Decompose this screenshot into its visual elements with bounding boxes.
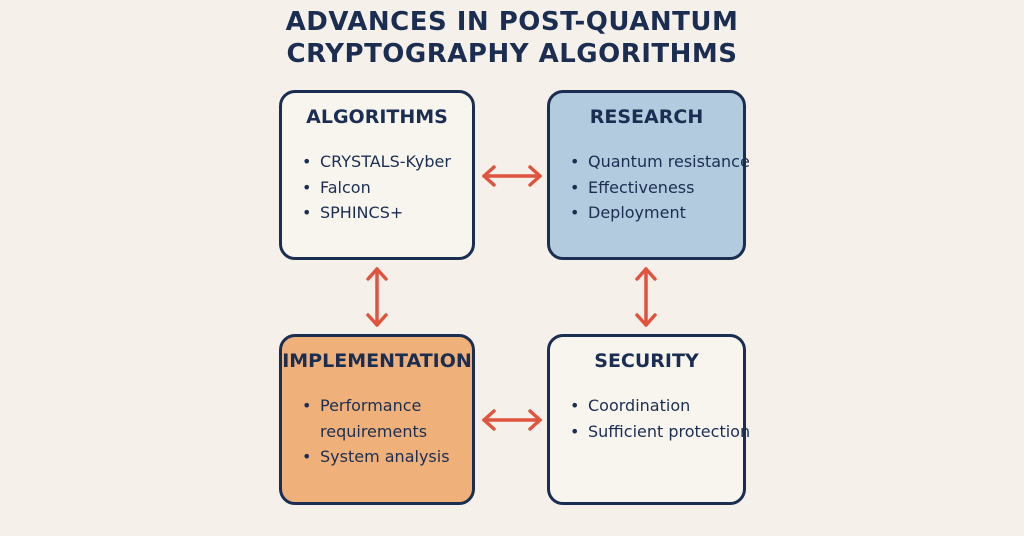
implementation-list: Performance requirements System analysis [302, 393, 450, 470]
security-item: Coordination [570, 393, 750, 419]
security-item: Sufficient protection [570, 419, 750, 445]
diagram-title-line-1: ADVANCES IN POST-QUANTUM [285, 7, 739, 37]
security-box: SECURITY Coordination Sufficient protect… [547, 334, 750, 505]
research-list: Quantum resistance Effectiveness Deploym… [570, 149, 750, 226]
arrow-algorithms-implementation-icon [366, 267, 388, 327]
implementation-item: Performance [302, 393, 450, 419]
security-box-title: SECURITY [594, 350, 699, 372]
algorithms-item: SPHINCS+ [302, 200, 451, 226]
algorithms-box-title: ALGORITHMS [306, 106, 448, 128]
research-box-title: RESEARCH [589, 106, 704, 128]
arrow-implementation-security-icon [482, 409, 542, 431]
arrow-research-security-icon [635, 267, 657, 327]
algorithms-list: CRYSTALS-Kyber Falcon SPHINCS+ [302, 149, 451, 226]
arrow-algorithms-research-icon [482, 165, 542, 187]
implementation-box: IMPLEMENTATION Performance requirements … [279, 334, 475, 505]
diagram-title-line-2: CRYPTOGRAPHY ALGORITHMS [286, 39, 738, 69]
research-item: Effectiveness [570, 175, 750, 201]
research-item: Deployment [570, 200, 750, 226]
implementation-box-title: IMPLEMENTATION [282, 350, 472, 372]
research-item: Quantum resistance [570, 149, 750, 175]
algorithms-item: Falcon [302, 175, 451, 201]
algorithms-item: CRYSTALS-Kyber [302, 149, 451, 175]
security-list: Coordination Sufficient protection [570, 393, 750, 444]
implementation-item-continuation: requirements [320, 421, 428, 441]
implementation-item: System analysis [302, 444, 450, 470]
algorithms-box: ALGORITHMS CRYSTALS-Kyber Falcon SPHINCS… [279, 90, 475, 260]
research-box: RESEARCH Quantum resistance Effectivenes… [547, 90, 750, 260]
